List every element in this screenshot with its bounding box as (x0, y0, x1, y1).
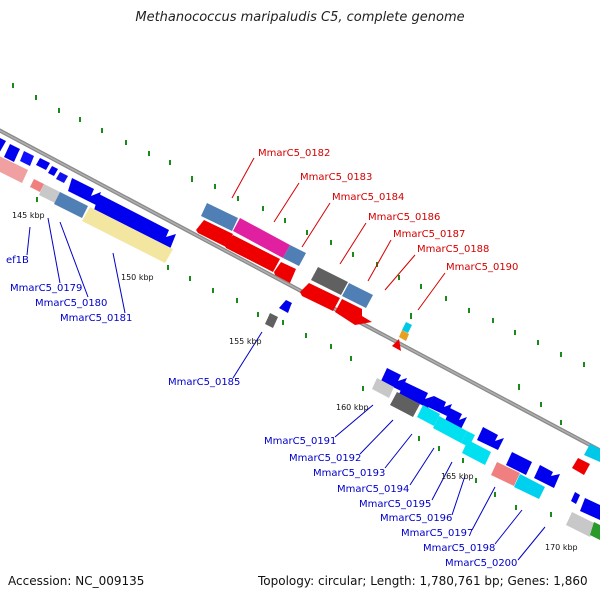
gene-label: MmarC5_0181 (60, 313, 132, 324)
misc-features (0, 156, 173, 263)
gene-label: MmarC5_0180 (35, 298, 107, 309)
gene-label: MmarC5_0183 (300, 172, 372, 183)
gene-label: MmarC5_0196 (380, 513, 452, 524)
gene-label: MmarC5_0197 (401, 528, 473, 539)
gene-label: MmarC5_0192 (289, 453, 361, 464)
gc-skew-ticks (12, 83, 585, 517)
gene-label: MmarC5_0184 (332, 192, 404, 203)
gene-label: MmarC5_0182 (258, 148, 330, 159)
gene-label: MmarC5_0195 (359, 499, 431, 510)
scale-label: 155 kbp (229, 337, 262, 346)
gene-label: MmarC5_0185 (168, 377, 240, 388)
gene-label: MmarC5_0190 (446, 262, 518, 273)
gene-label: MmarC5_0193 (313, 468, 385, 479)
genome-summary-text: Topology: circular; Length: 1,780,761 bp… (258, 574, 588, 588)
scale-labels: 145 kbp 150 kbp 155 kbp 160 kbp 165 kbp … (12, 211, 578, 552)
gene-label: MmarC5_0179 (10, 283, 82, 294)
scale-label: 145 kbp (12, 211, 45, 220)
gene-label: MmarC5_0191 (264, 436, 336, 447)
forward-gene-labels: ef1B MmarC5_0179 MmarC5_0180 MmarC5_0181… (6, 255, 517, 569)
scale-label: 170 kbp (545, 543, 578, 552)
reverse-label-leaders (231, 157, 446, 311)
scale-label: 150 kbp (121, 273, 154, 282)
forward-genes-upper (0, 138, 600, 540)
reverse-genes (196, 220, 590, 475)
gene-label: MmarC5_0186 (368, 212, 440, 223)
map-title: Methanococcus maripaludis C5, complete g… (135, 10, 465, 25)
scale-label: 160 kbp (336, 403, 369, 412)
gene-label: MmarC5_0188 (417, 244, 489, 255)
accession-text: Accession: NC_009135 (8, 574, 145, 588)
scale-label: 165 kbp (441, 472, 474, 481)
gene-label: ef1B (6, 255, 29, 266)
forward-label-leaders (26, 217, 546, 561)
gene-label: MmarC5_0194 (337, 484, 409, 495)
genome-backbone (0, 128, 600, 453)
gene-label: MmarC5_0200 (445, 558, 517, 569)
genome-map-canvas: 145 kbp 150 kbp 155 kbp 160 kbp 165 kbp … (0, 83, 600, 569)
reverse-gene-labels: MmarC5_0182 MmarC5_0183 MmarC5_0184 Mmar… (258, 148, 518, 273)
gene-label: MmarC5_0187 (393, 229, 465, 240)
gene-label: MmarC5_0198 (423, 543, 495, 554)
